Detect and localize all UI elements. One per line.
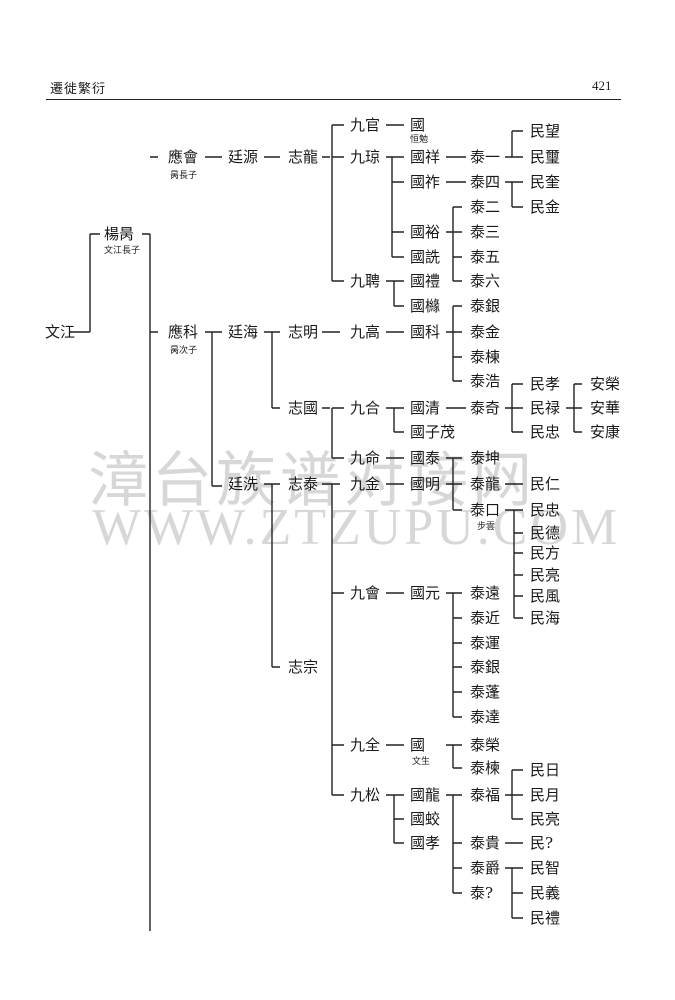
person-taier: 泰二	[470, 198, 501, 216]
page-number: 421	[592, 78, 612, 93]
person-taihao: 泰浩	[470, 372, 501, 390]
person-guoxiang: 國祥	[410, 148, 441, 166]
person-tinghai: 廷海	[228, 323, 259, 341]
person-minren: 民仁	[530, 475, 561, 493]
person-minlu: 民禄	[530, 399, 561, 417]
person-taifu: 泰福	[470, 786, 501, 804]
person-guotai: 國泰	[410, 449, 441, 467]
person-taipeng: 泰蓬	[470, 683, 501, 701]
person-guoqing: 國清	[410, 399, 441, 417]
person-guozimao: 國子茂	[410, 423, 456, 441]
person-zhiming: 志明	[288, 323, 319, 341]
person-minri: 民日	[530, 761, 561, 779]
person-jiuhe: 九合	[350, 399, 381, 417]
person-taigui: 泰貴	[470, 834, 501, 852]
person-anrong: 安榮	[590, 375, 621, 393]
person-zhiguo: 志國	[288, 399, 319, 417]
person-taiwu: 泰五	[470, 248, 501, 266]
person-taida: 泰達	[470, 708, 501, 726]
person-jiuhui: 九會	[350, 584, 381, 602]
person-jiuming: 九命	[350, 449, 381, 467]
person-minzhong2: 民忠	[530, 501, 561, 519]
person-taidong: 泰棟	[470, 348, 501, 366]
person-minyi: 民義	[530, 884, 561, 902]
person-minjin: 民金	[530, 198, 561, 216]
person-jiugao: 九高	[350, 323, 381, 341]
person-minli: 民禮	[530, 909, 561, 927]
person-minzhi: 民智	[530, 859, 561, 877]
person-wenjiang: 文江	[45, 323, 76, 341]
person-taiyun: 泰運	[470, 634, 501, 652]
person-guoxiao: 國孝	[410, 834, 441, 852]
person-anhua: 安華	[590, 399, 621, 417]
person-jiuguan: 九官	[350, 116, 381, 134]
running-header-title: 遷徙繁衍	[50, 82, 107, 97]
person-taiyi: 泰一	[470, 148, 501, 166]
person-taiyin2: 泰銀	[470, 658, 501, 676]
person-yingke: 應科	[168, 323, 199, 341]
person-taiyin: 泰銀	[470, 297, 501, 315]
person-zhizong: 志宗	[288, 658, 319, 676]
person-minliang: 民亮	[530, 566, 561, 584]
note-yangpin: 文江長子	[104, 246, 141, 256]
person-minliang2: 民亮	[530, 810, 561, 828]
person-jiusong: 九松	[350, 786, 381, 804]
person-guoxian: 國詵	[410, 248, 441, 266]
person-tailiu: 泰六	[470, 272, 501, 290]
note-guo1: 恒勉	[410, 135, 429, 145]
person-guo2: 國	[410, 736, 426, 754]
person-minfang: 民方	[530, 544, 561, 562]
person-yinghui: 應會	[168, 148, 199, 166]
person-guoyuan: 國櫞	[410, 297, 441, 315]
person-guo1: 國	[410, 116, 426, 134]
header-rule	[46, 99, 621, 100]
person-zhilong: 志龍	[288, 148, 319, 166]
person-ankang: 安康	[590, 423, 621, 441]
note-yinghui: 昺長子	[170, 171, 198, 181]
person-minde: 民德	[530, 524, 561, 542]
person-guolong: 國龍	[410, 786, 441, 804]
person-guoli: 國禮	[410, 272, 441, 290]
note-yingke: 昺次子	[170, 346, 198, 356]
person-taidong2: 泰楝	[470, 759, 501, 777]
person-taijue: 泰爵	[470, 859, 501, 877]
person-tingyuan: 廷源	[228, 148, 259, 166]
person-minxiao: 民孝	[530, 375, 561, 393]
person-minzhong: 民忠	[530, 423, 561, 441]
person-minkui: 民奎	[530, 173, 561, 191]
person-taikou: 泰口	[470, 501, 501, 519]
person-guoke: 國科	[410, 323, 441, 341]
person-guojiao: 國蛟	[410, 810, 441, 828]
note-guo2: 文生	[412, 757, 431, 767]
person-jiuquan: 九全	[350, 736, 381, 754]
person-guoming: 國明	[410, 475, 441, 493]
person-tairong: 泰榮	[470, 736, 501, 754]
person-jiupin: 九聘	[350, 272, 381, 290]
person-taiqi: 泰奇	[470, 399, 501, 417]
person-minbi: 民璽	[530, 148, 561, 166]
person-guoyuan2: 國元	[410, 584, 441, 602]
person-yangpin: 楊昺	[104, 225, 135, 243]
person-taikun: 泰坤	[470, 449, 501, 467]
person-taisan: 泰三	[470, 223, 501, 241]
person-minyue: 民月	[530, 786, 561, 804]
person-minfeng: 民風	[530, 587, 561, 605]
person-taijin: 泰金	[470, 323, 501, 341]
person-taiyuan: 泰遠	[470, 584, 501, 602]
person-guozuo: 國祚	[410, 173, 441, 191]
person-minhai: 民海	[530, 609, 561, 627]
person-taijin2: 泰近	[470, 609, 501, 627]
person-taiq: 泰?	[470, 884, 494, 902]
person-taisi: 泰四	[470, 173, 501, 191]
person-guoyu: 國裕	[410, 223, 441, 241]
person-minwang: 民望	[530, 122, 561, 140]
person-tailong: 泰龍	[470, 475, 501, 493]
person-jiujin: 九金	[350, 475, 381, 493]
person-zhitai: 志泰	[288, 475, 319, 493]
person-tingxian: 廷洗	[228, 475, 259, 493]
note-taikou: 步雲	[477, 522, 496, 532]
person-minq: 民?	[530, 834, 554, 852]
person-jiuqiong: 九琼	[350, 148, 381, 166]
